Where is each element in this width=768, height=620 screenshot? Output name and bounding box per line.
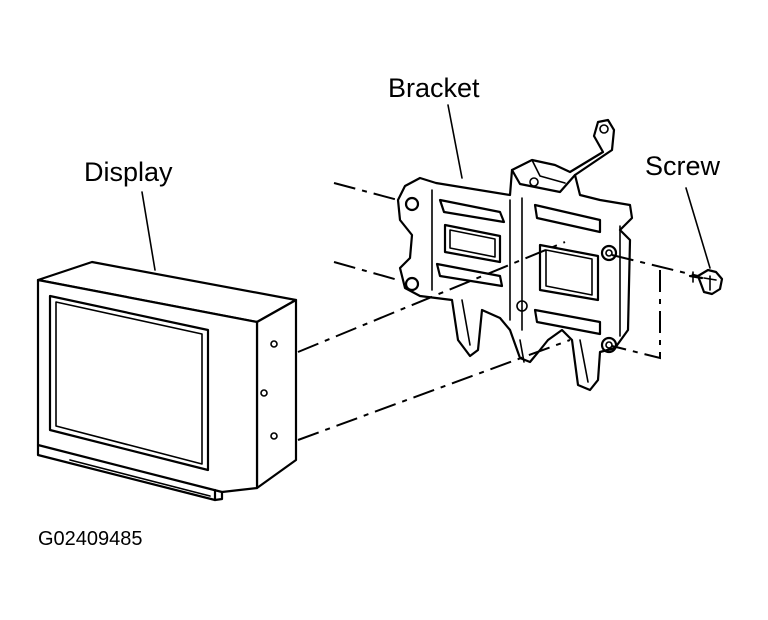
figure-code: G02409485 (38, 528, 143, 550)
screw-label: Screw (645, 151, 721, 181)
leader-lines (141, 104, 711, 271)
bracket (396, 118, 634, 392)
bracket-label: Bracket (388, 73, 480, 103)
screw (688, 268, 724, 296)
display-unit (36, 260, 298, 502)
display-label: Display (84, 157, 173, 187)
assembly-guide-lines (297, 182, 699, 441)
